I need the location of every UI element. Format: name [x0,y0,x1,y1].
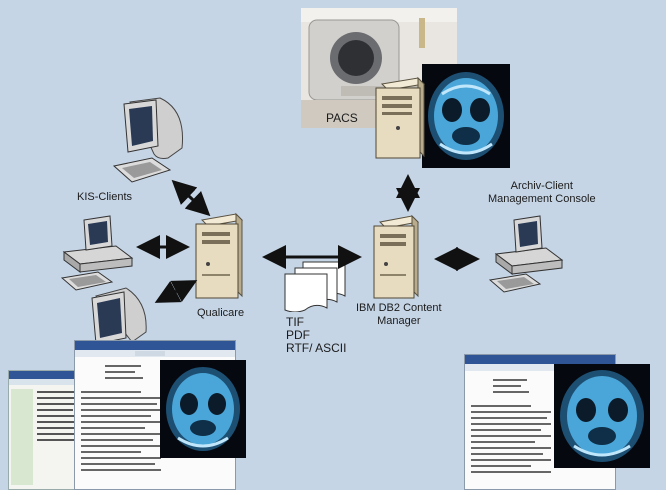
archiv-label-line1: Archiv-Client [510,180,573,192]
ibm-label-line2: Manager [377,315,421,327]
pacs-label: PACS [326,111,358,125]
desktop-pc-icon [58,212,138,294]
archiv-client-label: Archiv-Client Management Console [488,180,596,206]
ibm-label-line1: IBM DB2 Content [356,302,442,314]
arrow-kis-laptop-qualicare [154,280,198,303]
qualicare-label: Qualicare [197,307,245,319]
pacs-server-icon [372,76,428,162]
ct-scan-image [422,64,510,168]
ct-scan-image-left [160,360,246,458]
archiv-label-line2: Management Console [488,193,596,205]
format-tif: TIF [286,315,304,329]
ibm-content-manager-label: IBM DB2 Content Manager [356,302,442,328]
archiv-desktop-pc-icon [488,212,568,296]
qualicare-server-icon [194,212,246,302]
format-pdf: PDF [286,328,310,342]
document-stack-icon [283,260,347,312]
monitor-icon [108,96,192,194]
monitor-icon-2 [82,286,154,356]
kis-clients-label: KIS-Clients [77,191,133,203]
ibm-content-manager-server-icon [372,214,422,302]
format-rtf-ascii: RTF/ ASCII [286,341,347,355]
ct-scan-image-right [554,364,650,468]
